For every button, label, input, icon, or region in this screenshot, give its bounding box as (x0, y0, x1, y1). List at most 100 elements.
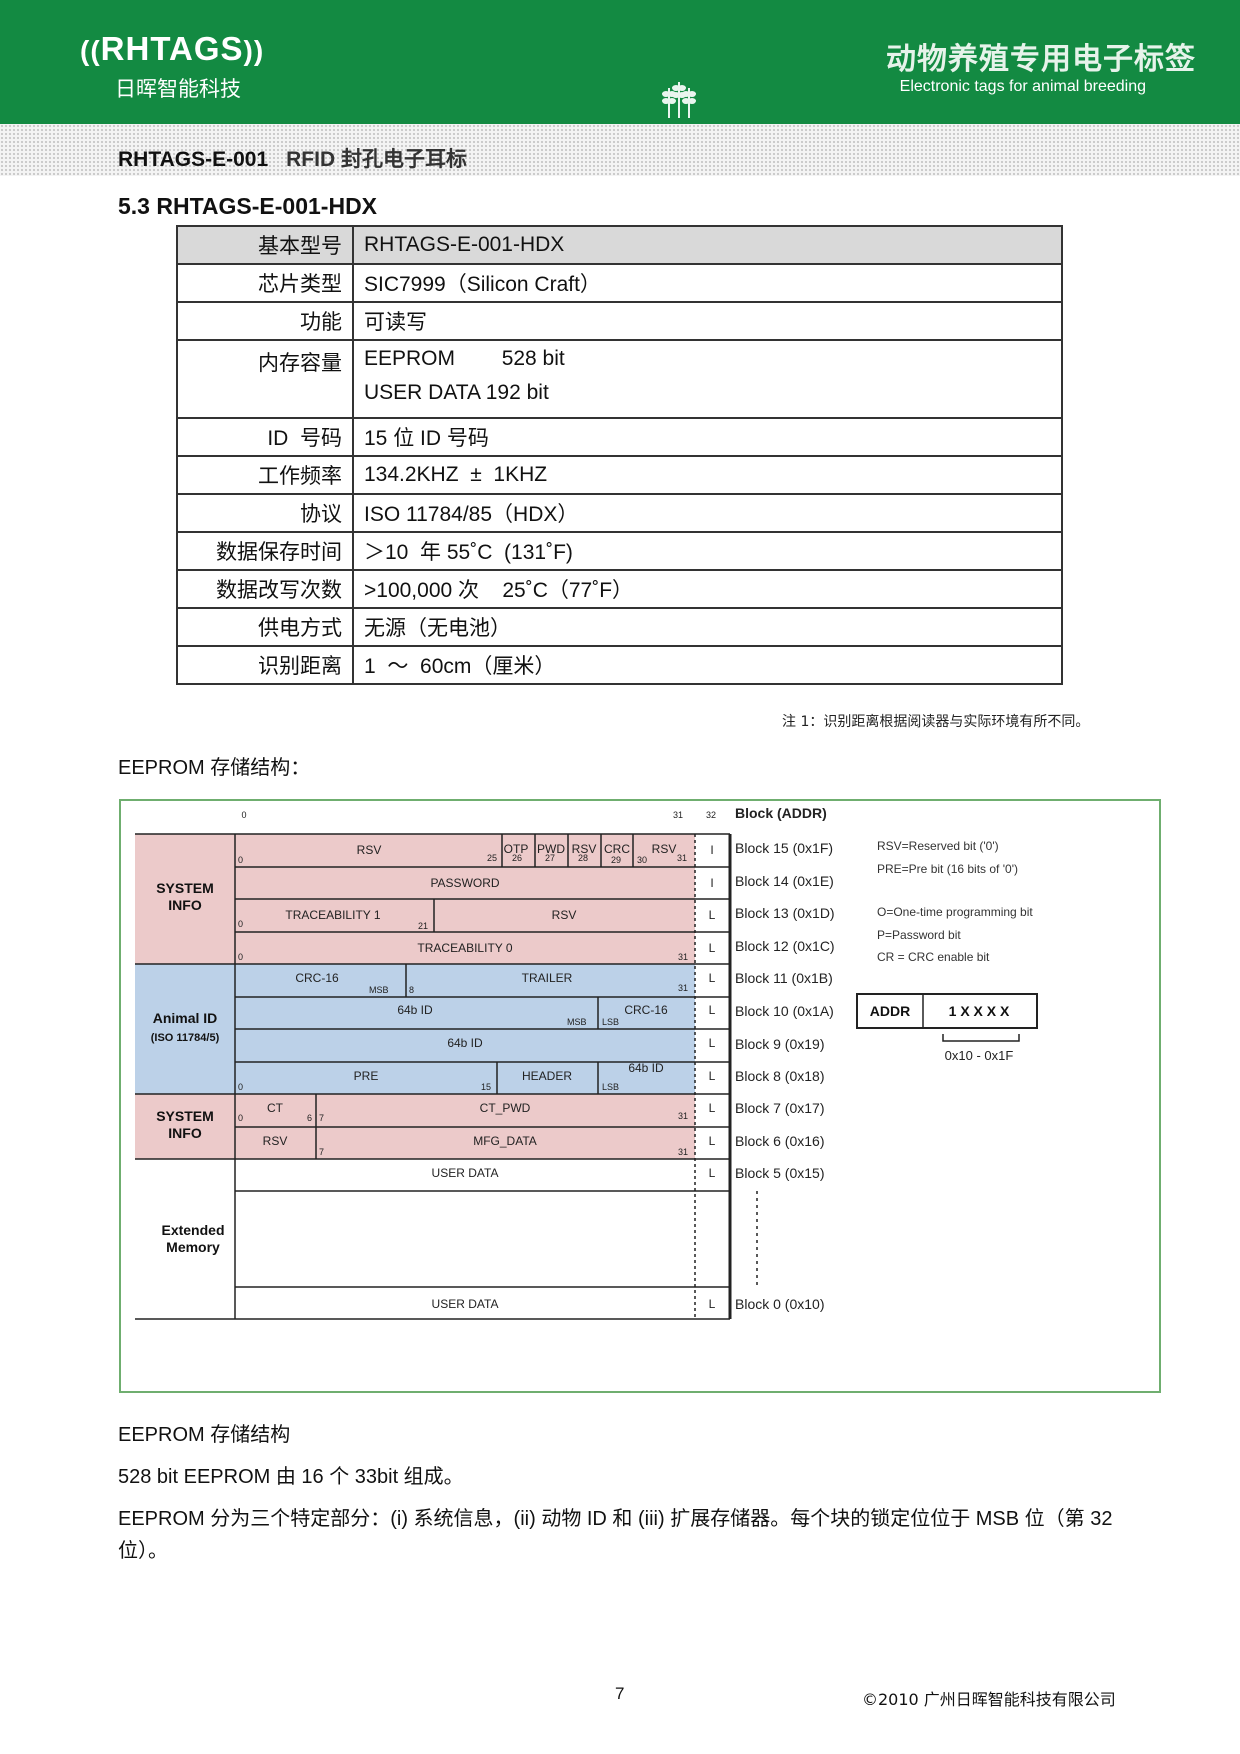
svg-text:31: 31 (678, 983, 688, 993)
spec-value: 1 ～ 60cm（厘米） (352, 645, 1063, 685)
svg-text:27: 27 (545, 853, 555, 863)
svg-text:Memory: Memory (166, 1239, 220, 1255)
svg-text:28: 28 (578, 853, 588, 863)
field-64bid: 64b ID (397, 1003, 433, 1017)
product-code: RHTAGS-E-001 (118, 148, 269, 171)
signal-left-icon: (( (80, 35, 101, 66)
group-label-system: SYSTEM (156, 1108, 214, 1124)
svg-text:7: 7 (319, 1147, 324, 1157)
paragraph: 528 bit EEPROM 由 16 个 33bit 组成。 (118, 1466, 464, 1488)
block-label: Block 15 (0x1F) (735, 840, 833, 856)
block-label: Block 6 (0x16) (735, 1133, 824, 1149)
svg-text:0: 0 (238, 952, 243, 962)
field-user-data: USER DATA (432, 1166, 499, 1180)
table-row: 数据保存时间＞10 年 55˚C (131˚F) (176, 531, 1063, 571)
svg-text:31: 31 (678, 1147, 688, 1157)
svg-text:0: 0 (238, 1082, 243, 1092)
block-label: Block 14 (0x1E) (735, 873, 834, 889)
svg-text:29: 29 (611, 855, 621, 865)
svg-text:MSB: MSB (567, 1017, 587, 1027)
field-ct: CT (267, 1101, 284, 1115)
brand-name: RHTAGS (100, 30, 244, 67)
svg-text:LSB: LSB (602, 1082, 619, 1092)
svg-text:0: 0 (238, 1113, 243, 1123)
paragraph: EEPROM 存储结构 (118, 1424, 291, 1446)
header-band (0, 0, 1240, 124)
block-label: Block 11 (0x1B) (735, 970, 833, 986)
product-heading: RHTAGS-E-001 RFID 封孔电子耳标 (118, 143, 467, 173)
svg-text:30: 30 (637, 855, 647, 865)
block-label: Block 10 (0x1A) (735, 1003, 834, 1019)
dotted-strip (0, 124, 1240, 176)
svg-text:L: L (709, 1134, 716, 1148)
spec-key: 数据保存时间 (176, 531, 354, 571)
spec-value: SIC7999（Silicon Craft） (352, 263, 1063, 303)
spec-key: 工作频率 (176, 455, 354, 495)
field-crc: CRC (604, 842, 630, 856)
block-label: Block 7 (0x17) (735, 1100, 824, 1116)
svg-text:L: L (709, 1069, 716, 1083)
legend-item: RSV=Reserved bit ('0') (877, 839, 999, 853)
field-password: PASSWORD (430, 876, 499, 890)
field-rsv: RSV (357, 843, 382, 857)
svg-text:31: 31 (677, 853, 687, 863)
group-system-bg (135, 834, 235, 964)
spec-key: 数据改写次数 (176, 569, 354, 609)
addr-value: 1 X X X X (949, 1003, 1010, 1019)
page-number: 7 (615, 1684, 625, 1703)
addr-label: ADDR (870, 1003, 910, 1019)
spec-value: ＞10 年 55˚C (131˚F) (352, 531, 1063, 571)
spec-value: 可读写 (352, 301, 1063, 341)
block-label: Block 0 (0x10) (735, 1296, 824, 1312)
svg-text:L: L (709, 1297, 716, 1311)
spec-key: 芯片类型 (176, 263, 354, 303)
group-animal-bg (135, 964, 235, 1094)
block-label: Block 9 (0x19) (735, 1036, 824, 1052)
paragraph: EEPROM 分为三个特定部分：(i) 系统信息，(ii) 动物 ID 和 (i… (118, 1508, 1113, 1562)
field-64bid: 64b ID (447, 1036, 483, 1050)
spec-value-line1: EEPROM 528 bit (364, 347, 565, 370)
svg-text:8: 8 (409, 985, 414, 995)
spec-value: 无源（无电池） (352, 607, 1063, 647)
legend-item: PRE=Pre bit (16 bits of '0') (877, 862, 1018, 876)
header-subtitle: Electronic tags for animal breeding (899, 78, 1146, 95)
svg-text:MSB: MSB (369, 985, 389, 995)
svg-text:LSB: LSB (602, 1017, 619, 1027)
field-traceability0: TRACEABILITY 0 (417, 941, 512, 955)
spec-key: 基本型号 (176, 225, 354, 265)
field-rsv: RSV (263, 1134, 288, 1148)
spec-key: 识别距离 (176, 645, 354, 685)
field-trailer: TRAILER (522, 971, 573, 985)
spec-value: ISO 11784/85（HDX） (352, 493, 1063, 533)
svg-text:L: L (709, 941, 716, 955)
header-title: 动物养殖专用电子标签 (886, 42, 1196, 77)
addr-box (856, 993, 1038, 1029)
copyright: ©2010 广州日晖智能科技有限公司 (862, 1690, 1116, 1709)
spec-key: ID 号码 (176, 417, 354, 457)
bit-label-31: 31 (673, 810, 683, 820)
svg-text:L: L (709, 1003, 716, 1017)
field-mfg-data: MFG_DATA (473, 1134, 537, 1148)
field-crc16: CRC-16 (295, 971, 339, 985)
svg-text:(ISO 11784/5): (ISO 11784/5) (151, 1032, 220, 1044)
field-rsv: RSV (572, 842, 597, 856)
bit-label-0: 0 (241, 810, 246, 820)
table-note: 注 1：识别距离根据阅读器与实际环境有所不同。 (782, 714, 1090, 730)
spec-value: >100,000 次 25˚C（77˚F） (352, 569, 1063, 609)
svg-text:INFO: INFO (168, 897, 202, 913)
svg-text:15: 15 (481, 1082, 491, 1092)
table-row: 供电方式无源（无电池） (176, 607, 1063, 647)
field-crc16: CRC-16 (624, 1003, 668, 1017)
table-row: 数据改写次数>100,000 次 25˚C（77˚F） (176, 569, 1063, 609)
field-rsv: RSV (552, 908, 577, 922)
spec-key: 供电方式 (176, 607, 354, 647)
product-name: RFID 封孔电子耳标 (286, 148, 467, 171)
group-label-animal: Animal ID (153, 1010, 218, 1026)
legend-item: P=Password bit (877, 928, 961, 942)
